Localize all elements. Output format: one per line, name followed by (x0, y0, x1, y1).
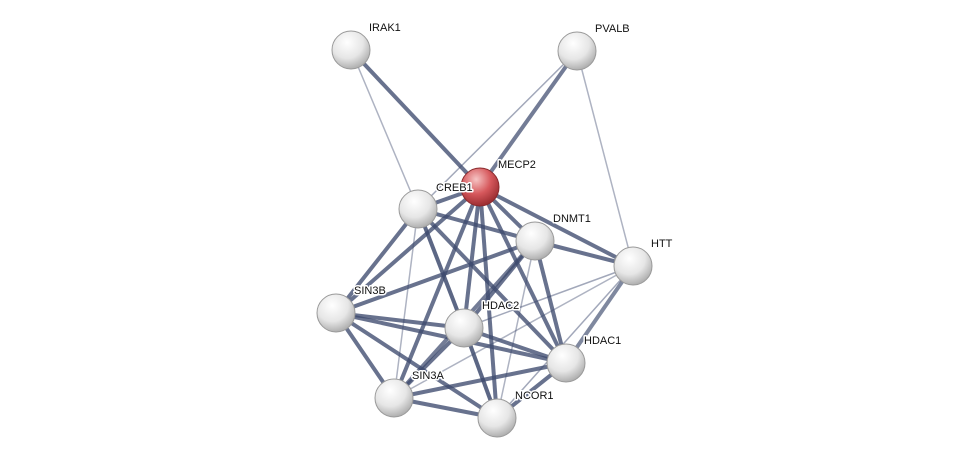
edge-htt-hdac1[interactable] (564, 264, 635, 365)
edge-dnmt1-hdac1[interactable] (533, 240, 568, 364)
edge-creb1-hdac2[interactable] (416, 208, 466, 329)
node-pvalb[interactable]: PVALB (557, 22, 631, 71)
node-mecp2[interactable]: MECP2 (460, 158, 537, 207)
edge-sin3b-hdac2[interactable] (335, 311, 465, 330)
node-ncor1[interactable]: NCOR1 (477, 389, 555, 438)
node-dnmt1[interactable]: DNMT1 (515, 212, 592, 261)
edge-mecp2-sin3b[interactable] (334, 185, 482, 315)
edge-creb1-dnmt1[interactable] (417, 207, 536, 243)
protein-node-icon[interactable] (557, 31, 597, 71)
node-htt[interactable]: HTT (613, 237, 674, 286)
edge-creb1-sin3b[interactable] (334, 207, 420, 315)
node-hdac2[interactable]: HDAC2 (444, 299, 521, 348)
node-label: IRAK1 (369, 22, 401, 34)
edge-htt-hdac2[interactable] (463, 265, 634, 329)
edge-mecp2-hdac1[interactable] (478, 186, 568, 364)
node-label: CREB1 (436, 182, 473, 194)
edge-hdac1-sin3a[interactable] (393, 361, 567, 400)
node-label: NCOR1 (515, 390, 554, 402)
node-label: SIN3B (354, 285, 386, 297)
edge-irak1-mecp2[interactable] (349, 48, 482, 189)
edge-irak1-creb1[interactable] (350, 49, 419, 210)
edge-dnmt1-sin3b[interactable] (335, 239, 536, 315)
edge-dnmt1-ncor1[interactable] (496, 240, 536, 419)
node-sin3b[interactable]: SIN3B (316, 284, 387, 333)
node-label: MECP2 (498, 159, 536, 171)
protein-node-icon[interactable] (316, 293, 356, 333)
protein-node-icon[interactable] (613, 246, 653, 286)
protein-node-icon[interactable] (515, 221, 555, 261)
node-label: SIN3A (412, 370, 444, 382)
protein-node-icon[interactable] (398, 189, 438, 229)
node-creb1[interactable]: CREB1 (398, 181, 474, 229)
query-protein-node-icon[interactable] (460, 167, 500, 207)
protein-node-icon[interactable] (374, 378, 414, 418)
node-label: PVALB (595, 23, 630, 35)
edge-sin3b-ncor1[interactable] (334, 311, 499, 420)
node-label: HTT (651, 238, 673, 250)
edge-mecp2-hdac2[interactable] (462, 186, 482, 329)
node-label: HDAC1 (584, 335, 621, 347)
protein-node-icon[interactable] (546, 343, 586, 383)
edge-pvalb-creb1[interactable] (417, 50, 578, 210)
edge-htt-ncor1[interactable] (496, 265, 634, 419)
protein-node-icon[interactable] (444, 308, 484, 348)
protein-node-icon[interactable] (331, 30, 371, 70)
node-irak1[interactable]: IRAK1 (331, 21, 402, 70)
edge-pvalb-htt[interactable] (576, 50, 634, 267)
edge-mecp2-htt[interactable] (479, 185, 634, 268)
protein-node-icon[interactable] (477, 398, 517, 438)
edge-pvalb-mecp2[interactable] (478, 49, 579, 189)
node-sin3a[interactable]: SIN3A (374, 369, 446, 418)
node-label: HDAC2 (482, 300, 519, 312)
edge-creb1-sin3a[interactable] (393, 208, 419, 399)
node-hdac1[interactable]: HDAC1 (546, 334, 623, 383)
node-label: DNMT1 (553, 213, 591, 225)
